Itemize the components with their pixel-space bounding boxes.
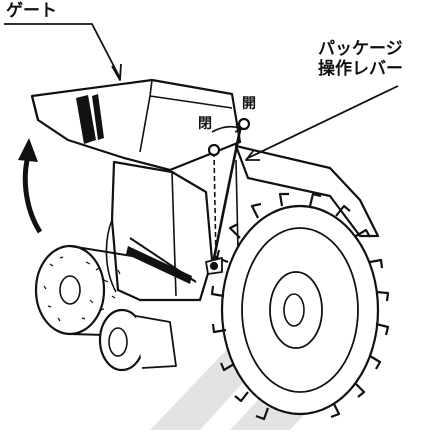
lever-leader-line — [247, 85, 399, 159]
chamber-stripe — [126, 246, 192, 284]
close-mark: 閉 — [198, 116, 212, 132]
package-lever — [210, 119, 244, 269]
gate-leader-line — [4, 23, 121, 79]
lever-label: パッケージ 操作レバー — [318, 39, 403, 79]
open-close-arc — [211, 125, 241, 133]
baler-machine — [4, 23, 399, 421]
tractor-wheel — [210, 192, 390, 421]
lever-label-line1: パッケージ — [318, 39, 403, 59]
bale-chamber — [110, 160, 214, 302]
gate-stripe — [76, 95, 96, 144]
lever-label-line2: 操作レバー — [318, 58, 403, 79]
gate-label: ゲート — [6, 1, 57, 21]
open-mark: 開 — [242, 96, 256, 112]
arrow-up-curved-icon — [18, 138, 43, 234]
